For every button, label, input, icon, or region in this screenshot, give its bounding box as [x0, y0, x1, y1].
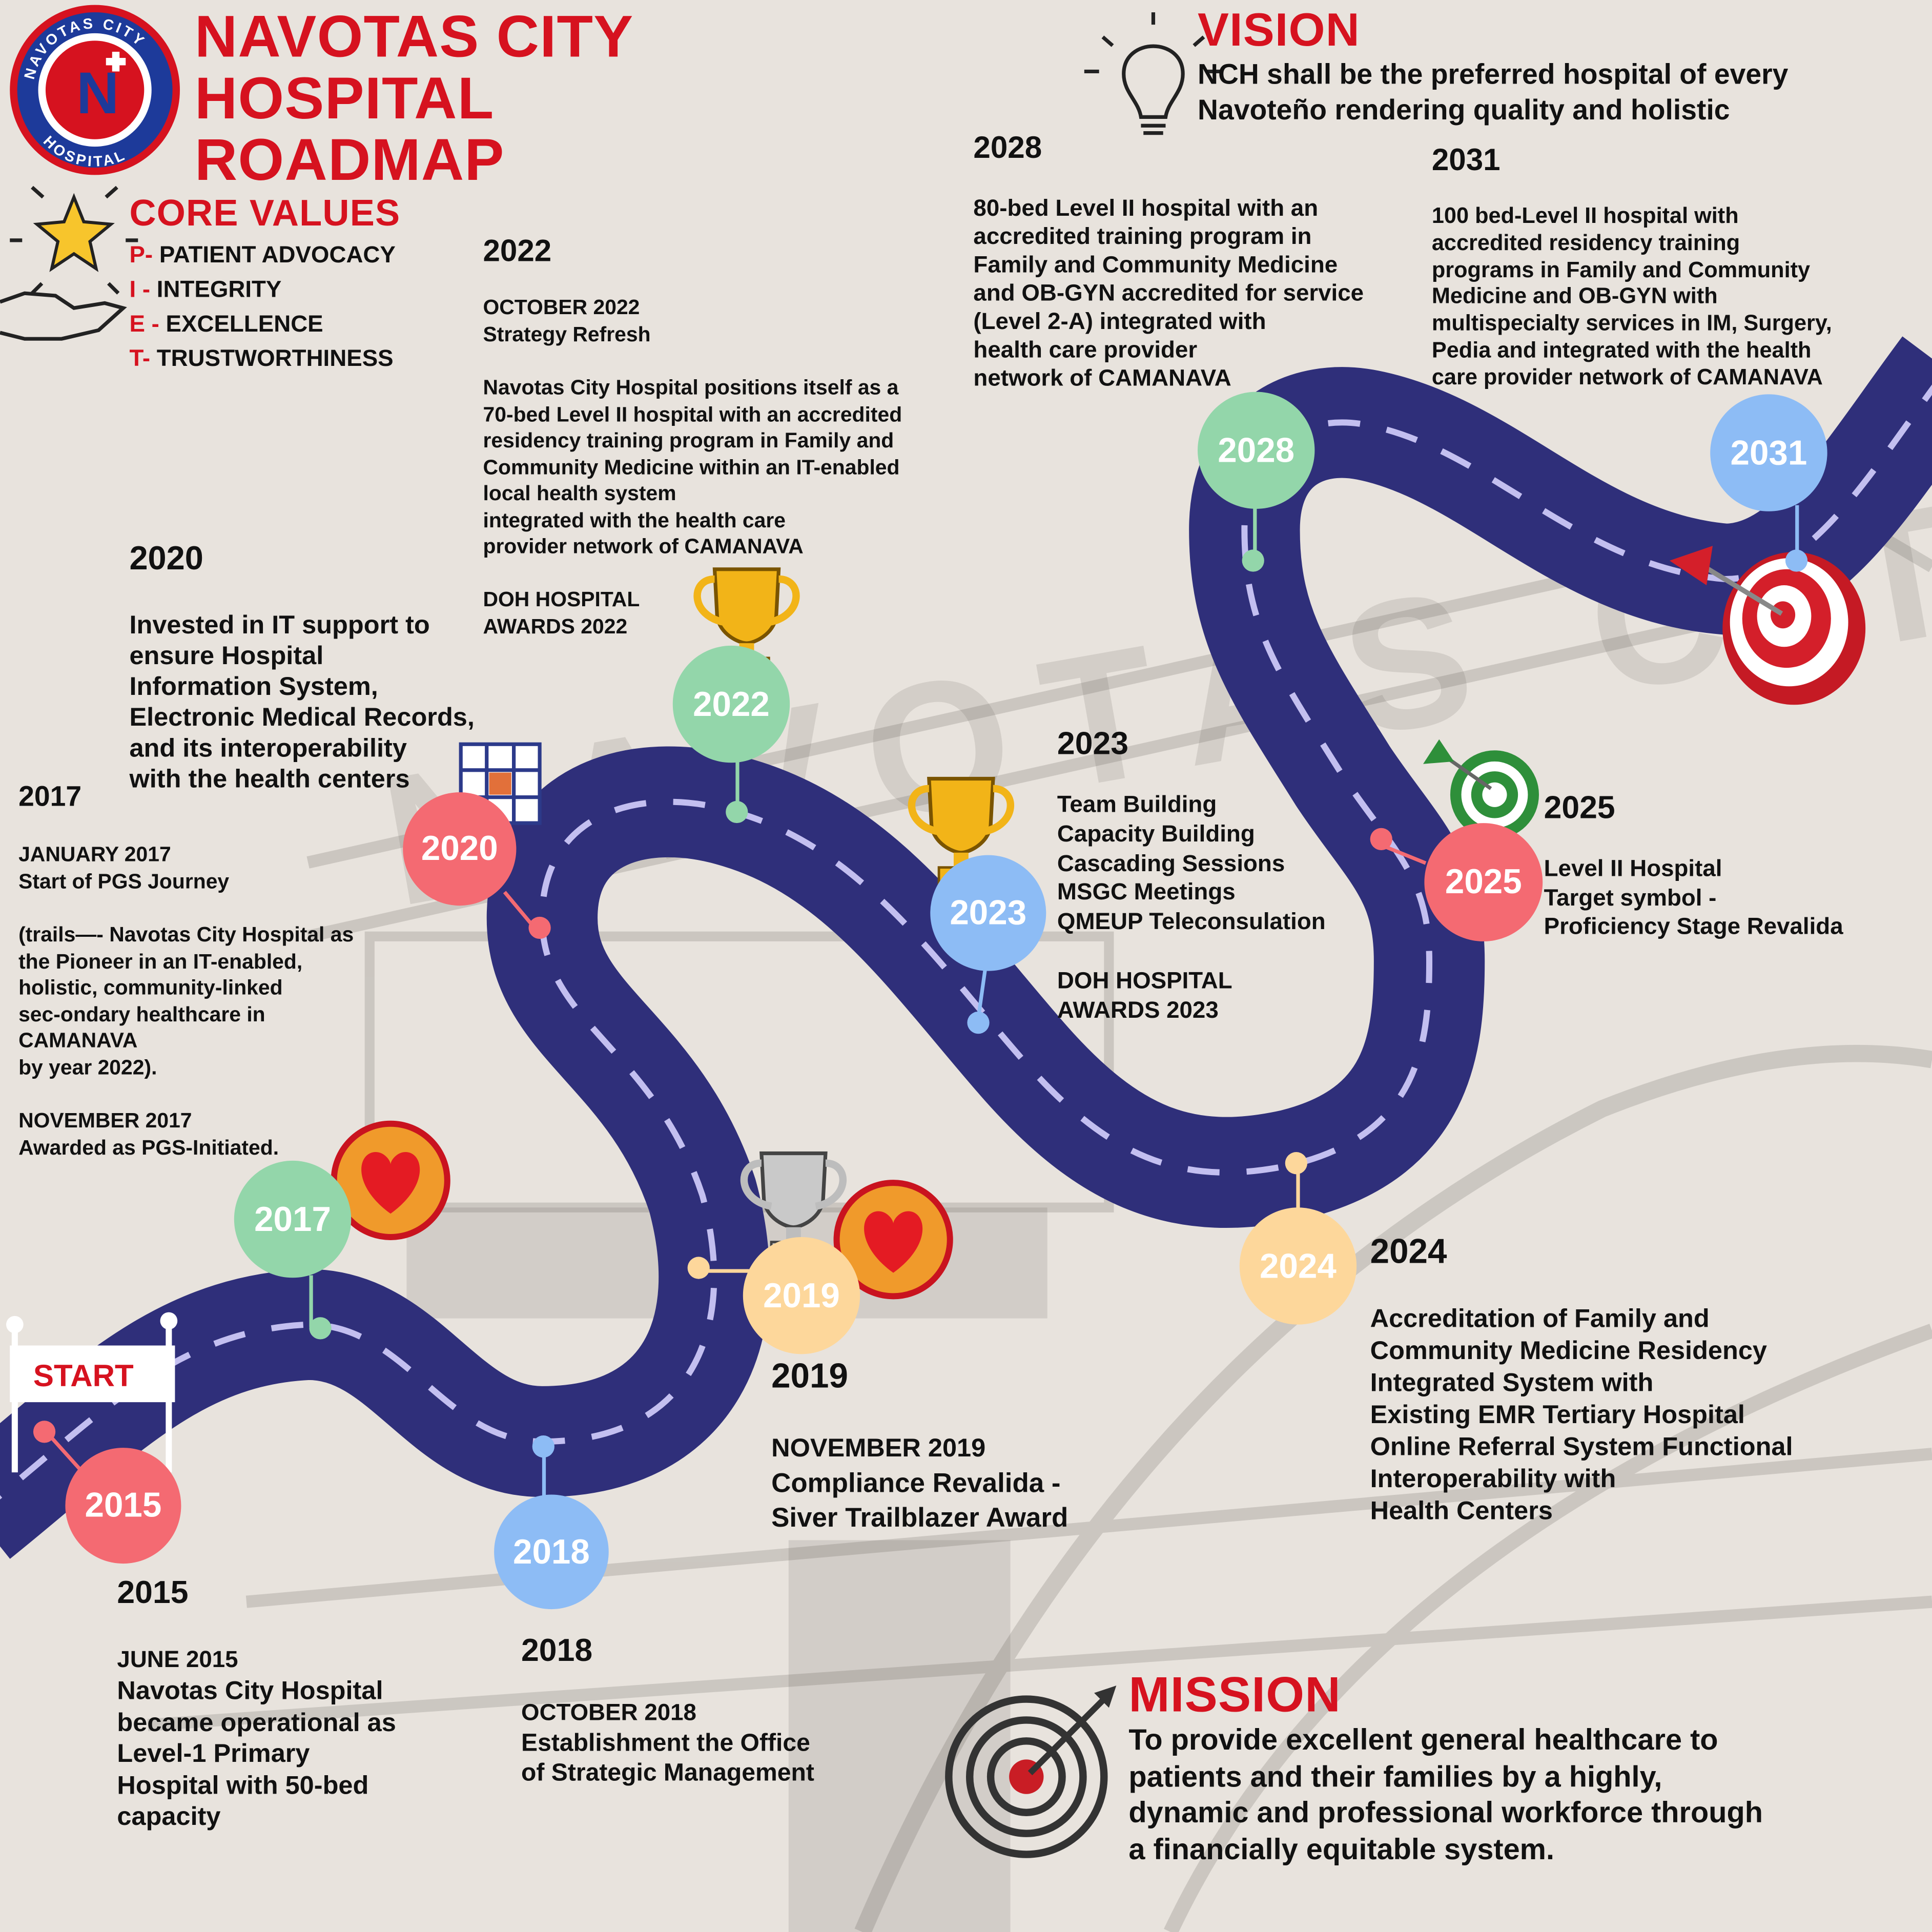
milestone-year-2018: 2018: [521, 1631, 593, 1669]
milestone-text-2023: Team Building Capacity Building Cascadin…: [1057, 792, 1326, 1023]
road-marker-2018: [532, 1435, 554, 1458]
milestone-date-2022: OCTOBER 2022: [483, 296, 640, 319]
connector-2024: [1296, 1164, 1300, 1214]
core-values-title: CORE VALUES: [129, 193, 401, 234]
milestone-year-2015: 2015: [117, 1573, 189, 1611]
milestone-text-2015: Navotas City Hospital became operational…: [117, 1677, 396, 1831]
road-marker-2022: [726, 800, 748, 824]
milestone-date-2015: JUNE 2015: [117, 1647, 238, 1674]
milestone-text-2018: Establishment the Office of Strategic Ma…: [521, 1730, 814, 1787]
milestone-year-2020: 2020: [129, 540, 203, 577]
star-hand-icon: [0, 186, 138, 341]
road-marker-2015: [33, 1421, 56, 1443]
connector-2019: [700, 1269, 749, 1273]
milestone-text-2017b: Awarded as PGS-Initiated.: [18, 1136, 279, 1160]
milestone-circle-2022: 2022: [672, 645, 790, 763]
heart-badge-2019-icon: [833, 1180, 953, 1300]
vision-title: VISION: [1198, 5, 1360, 57]
mission-text: To provide excellent general healthcare …: [1128, 1723, 1763, 1866]
heart-badge-2017-icon: [331, 1120, 450, 1240]
milestone-circle-2020: 2020: [403, 792, 517, 906]
connector-2031: [1795, 505, 1799, 557]
milestone-circle-2017: 2017: [234, 1160, 352, 1278]
core-value-item: T- TRUSTWORTHINESS: [129, 346, 394, 373]
core-value-item: E - EXCELLENCE: [129, 312, 323, 338]
start-sign: START: [6, 1312, 178, 1473]
milestone-text-2019: Compliance Revalida - Siver Trailblazer …: [771, 1467, 1068, 1533]
milestone-date-2018: OCTOBER 2018: [521, 1700, 696, 1727]
milestone-date-2019: NOVEMBER 2019: [771, 1434, 986, 1463]
milestone-text-2031: 100 bed-Level II hospital with accredite…: [1431, 203, 1832, 389]
milestone-year-2028: 2028: [973, 130, 1042, 166]
milestone-circle-2019: 2019: [743, 1237, 860, 1354]
core-value-item: P- PATIENT ADVOCACY: [129, 242, 396, 269]
milestone-year-2017: 2017: [18, 779, 82, 812]
milestone-circle-2024: 2024: [1239, 1207, 1357, 1325]
hospital-logo: N NAVOTAS CITY HOSPITAL: [10, 5, 180, 175]
connector-2018: [542, 1448, 546, 1497]
dartboard-2025-icon: [1423, 739, 1539, 839]
milestone-date-2017a: JANUARY 2017: [18, 842, 171, 867]
milestone-text-2024: Accreditation of Family and Community Me…: [1370, 1305, 1793, 1526]
start-label: START: [33, 1359, 134, 1393]
milestone-text-2020: Invested in IT support to ensure Hospita…: [129, 611, 475, 794]
vision-text: NCH shall be the preferred hospital of e…: [1198, 58, 1789, 126]
milestone-circle-2023: 2023: [930, 855, 1046, 971]
road-marker-2023: [967, 1011, 990, 1034]
milestone-text-2017a: Start of PGS Journey (trails—- Navotas C…: [18, 870, 354, 1079]
logo-letter: N: [76, 60, 119, 126]
milestone-date-2017b: NOVEMBER 2017: [18, 1108, 192, 1133]
road-marker-2024: [1285, 1152, 1308, 1175]
road-marker-2031: [1785, 549, 1808, 572]
mission-title: MISSION: [1128, 1668, 1341, 1723]
mission-target-icon: [945, 1686, 1117, 1858]
milestone-circle-2031: 2031: [1710, 394, 1827, 511]
milestone-year-2025: 2025: [1544, 788, 1615, 826]
milestone-year-2031: 2031: [1431, 142, 1501, 178]
road-center-dash: [0, 384, 1932, 1499]
milestone-circle-2028: 2028: [1198, 392, 1315, 509]
milestone-text-2028: 80-bed Level II hospital with an accredi…: [973, 196, 1364, 392]
core-value-item: I - INTEGRITY: [129, 277, 282, 303]
connector-2028: [1253, 505, 1257, 557]
milestone-year-2019: 2019: [771, 1356, 848, 1395]
dartboard-2031-icon: [1669, 546, 1866, 705]
connector-2022: [735, 757, 739, 810]
milestone-text-2022: Strategy Refresh Navotas City Hospital p…: [483, 322, 902, 638]
road-marker-2020: [528, 916, 551, 939]
milestone-circle-2015: 2015: [65, 1448, 181, 1564]
milestone-year-2024: 2024: [1370, 1232, 1447, 1270]
road-marker-2028: [1242, 549, 1264, 572]
milestone-circle-2018: 2018: [494, 1494, 609, 1610]
milestone-text-2025: Level II Hospital Target symbol - Profic…: [1544, 856, 1843, 940]
lightbulb-icon: [1084, 12, 1223, 135]
road-marker-2019: [687, 1257, 710, 1279]
milestone-year-2023: 2023: [1057, 724, 1128, 762]
milestone-circle-2025: 2025: [1424, 823, 1543, 941]
milestone-year-2022: 2022: [483, 234, 552, 269]
road-marker-2025: [1370, 828, 1392, 850]
trophy-2023-icon: [908, 776, 1014, 886]
connector-2017: [309, 1275, 313, 1327]
road-marker-2017: [309, 1317, 332, 1340]
